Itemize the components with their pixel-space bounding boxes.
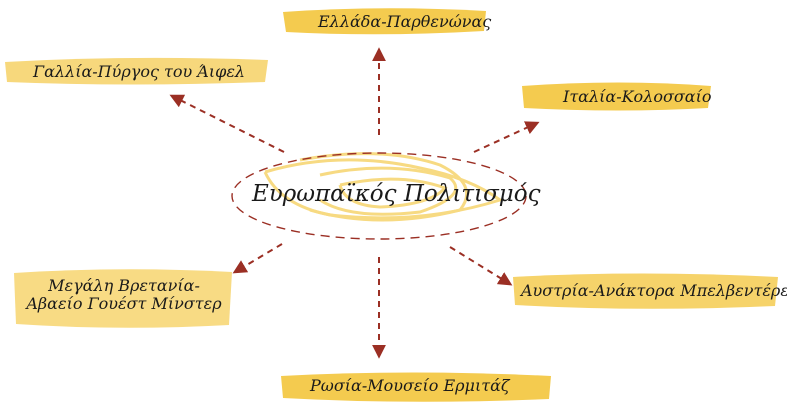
center-label: Ευρωπαϊκός Πολιτισμός — [252, 181, 541, 207]
arrow-to-britain — [232, 243, 283, 274]
node-britain-line-2: Αβαείο Γουέστ Μίνστερ — [26, 294, 222, 314]
node-britain: Μεγάλη Βρετανία- Αβαείο Γουέστ Μίνστερ — [22, 276, 226, 314]
arrow-to-italy — [473, 121, 540, 153]
brush-austria — [513, 273, 778, 309]
center-ellipse — [231, 152, 527, 240]
arrow-to-france — [169, 94, 285, 153]
node-france: Γαλλία-Πύργος του Άιφελ — [33, 62, 246, 81]
arrow-to-austria — [449, 246, 513, 286]
node-russia: Ρωσία-Μουσείο Ερμιτάζ — [310, 376, 510, 395]
node-greece: Ελλάδα-Παρθενώνας — [318, 12, 492, 31]
highlight-brushes — [5, 8, 778, 402]
brush-britain — [14, 269, 232, 328]
node-britain-line-1: Μεγάλη Βρετανία- — [48, 276, 200, 295]
brush-greece — [283, 8, 486, 35]
node-italy: Ιταλία-Κολοσσαίο — [563, 87, 712, 106]
brush-russia — [281, 372, 551, 402]
node-austria: Αυστρία-Ανάκτορα Μπελβεντέρε — [521, 281, 787, 300]
brush-france — [5, 57, 268, 85]
brush-italy — [522, 82, 711, 111]
arrows — [169, 47, 540, 359]
